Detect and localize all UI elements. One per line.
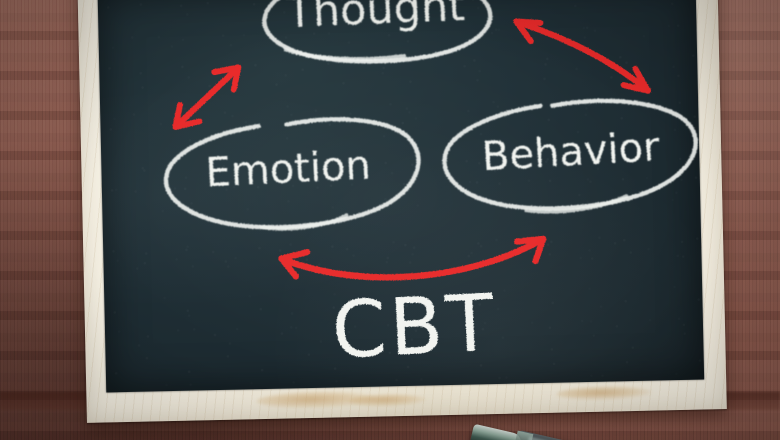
node-emotion-label: Emotion (204, 143, 371, 197)
node-behavior-label: Behavior (481, 124, 661, 180)
framed-chalkboard: Thought Emotion Behavior (77, 0, 727, 423)
connector-thought-emotion (172, 64, 242, 131)
cbt-diagram: Thought Emotion Behavior (163, 0, 698, 377)
pen-tip (469, 423, 523, 440)
node-emotion (163, 117, 421, 231)
diagram-caption: CBT (330, 279, 499, 377)
chalkboard-surface: Thought Emotion Behavior (97, 0, 705, 393)
node-thought-label: Thought (285, 0, 466, 38)
node-behavior (442, 98, 698, 214)
connector-thought-behavior (513, 18, 651, 94)
node-thought (262, 0, 493, 64)
connector-emotion-behavior (278, 235, 547, 281)
